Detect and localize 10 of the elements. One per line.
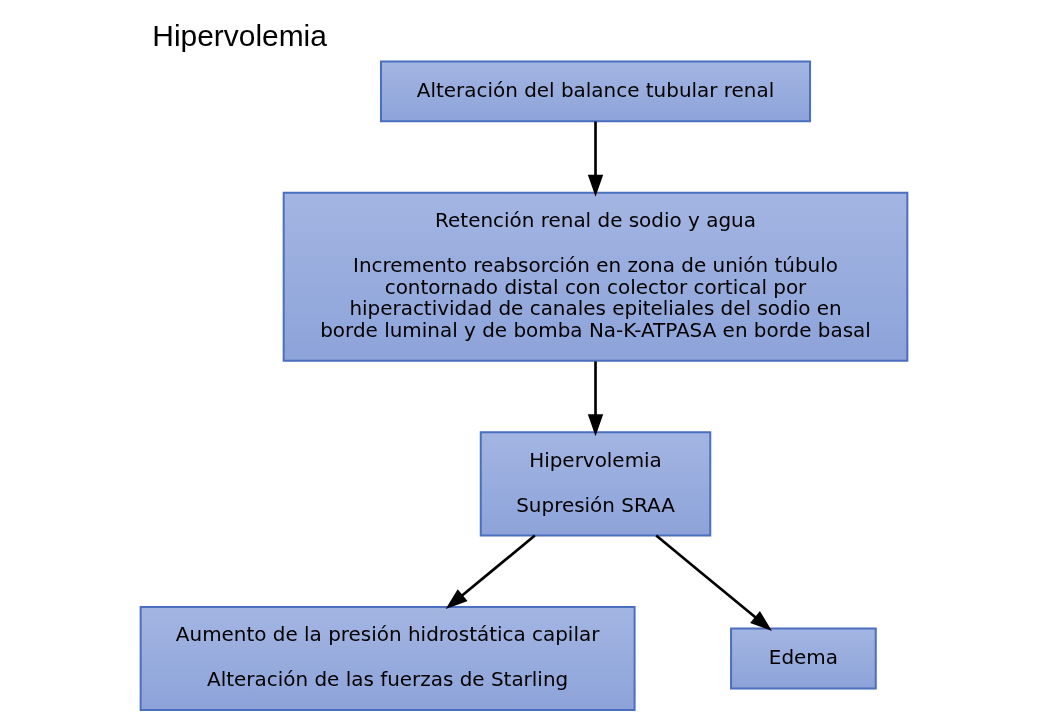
arrow (654, 534, 772, 631)
arrow (445, 534, 536, 610)
node-box: Retención renal de sodio y agua Incremento reabsorción en zona de unión túbulo contornado distal con colector cortical por hiperactividad de canales epiteliales del sodio en borde luminal y de bomba Na-K-ATPASA en borde basal (282, 191, 908, 362)
diagram-title: Hipervolemia (151, 18, 327, 52)
arrow (587, 361, 603, 437)
node-box: Hipervolemia Supresión SRAA (479, 431, 711, 537)
node-box: Aumento de la presión hidrostática capilar Alteración de las fuerzas de Starling (139, 606, 636, 712)
node-box: Alteración del balance tubular renal (379, 60, 811, 123)
node-box: Edema (729, 627, 877, 690)
arrow (587, 121, 603, 197)
